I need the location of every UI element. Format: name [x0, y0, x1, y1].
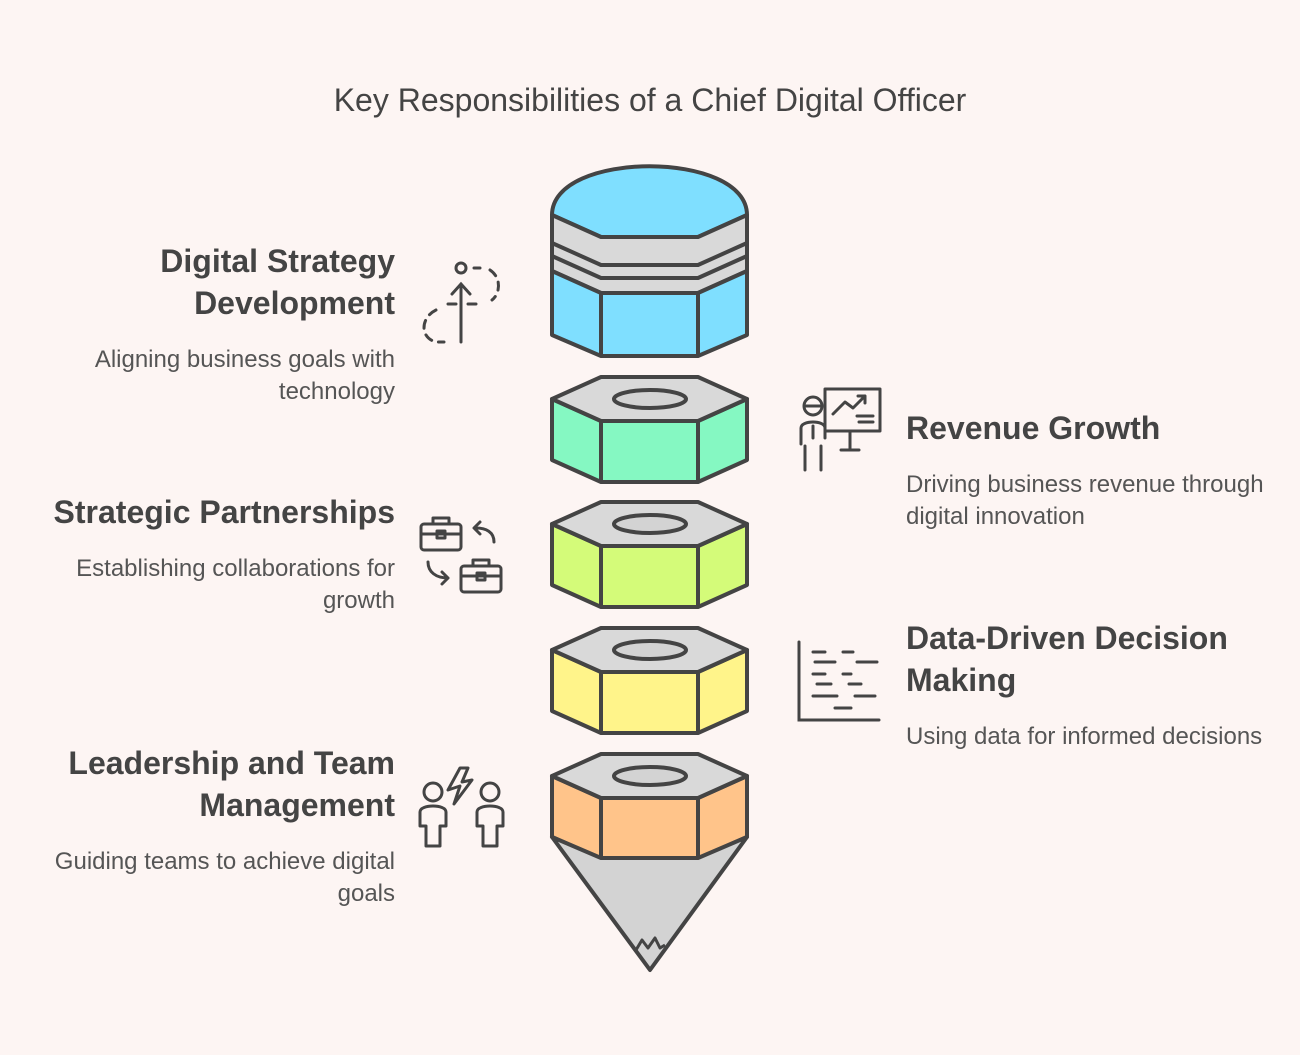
- item-digital-strategy: Digital Strategy Development Aligning bu…: [15, 240, 395, 408]
- pencil-segment: [550, 626, 749, 735]
- presentation-chart-icon: [799, 387, 882, 472]
- item-data-driven: Data-Driven Decision Making Using data f…: [906, 617, 1266, 753]
- diagram-title: Key Responsibilities of a Chief Digital …: [333, 82, 967, 118]
- item-description: Driving business revenue through digital…: [906, 471, 1264, 530]
- strategy-arrow-icon: [422, 261, 500, 344]
- item-heading: Strategic Partnerships: [53, 494, 395, 530]
- segment-hole: [612, 765, 688, 787]
- segment-hole: [612, 388, 688, 410]
- segment-hole: [612, 513, 688, 535]
- segment-hole: [612, 639, 688, 661]
- data-lines-icon: [797, 640, 881, 722]
- item-leadership: Leadership and Team Management Guiding t…: [15, 742, 395, 910]
- item-heading: Data-Driven Decision Making: [906, 620, 1228, 698]
- item-heading: Digital Strategy Development: [160, 243, 395, 321]
- team-lightning-icon: [418, 766, 505, 848]
- pencil-lead: [634, 936, 666, 951]
- item-description: Guiding teams to achieve digital goals: [54, 848, 395, 907]
- item-description: Aligning business goals with technology: [94, 346, 395, 405]
- pencil-segment: [550, 752, 749, 861]
- item-description: Establishing collaborations for growth: [76, 555, 395, 614]
- pencil-tip: [550, 835, 749, 972]
- briefcase-exchange-icon: [419, 516, 503, 594]
- item-strategic-partnerships: Strategic Partnerships Establishing coll…: [15, 491, 395, 617]
- item-heading: Revenue Growth: [906, 410, 1161, 446]
- item-description: Using data for informed decisions: [906, 723, 1263, 750]
- item-revenue-growth: Revenue Growth Driving business revenue …: [906, 407, 1266, 533]
- pencil-segment: [550, 500, 749, 609]
- pencil-eraser-segment: [550, 164, 749, 358]
- item-heading: Leadership and Team Management: [68, 745, 395, 823]
- pencil-segment: [550, 375, 749, 484]
